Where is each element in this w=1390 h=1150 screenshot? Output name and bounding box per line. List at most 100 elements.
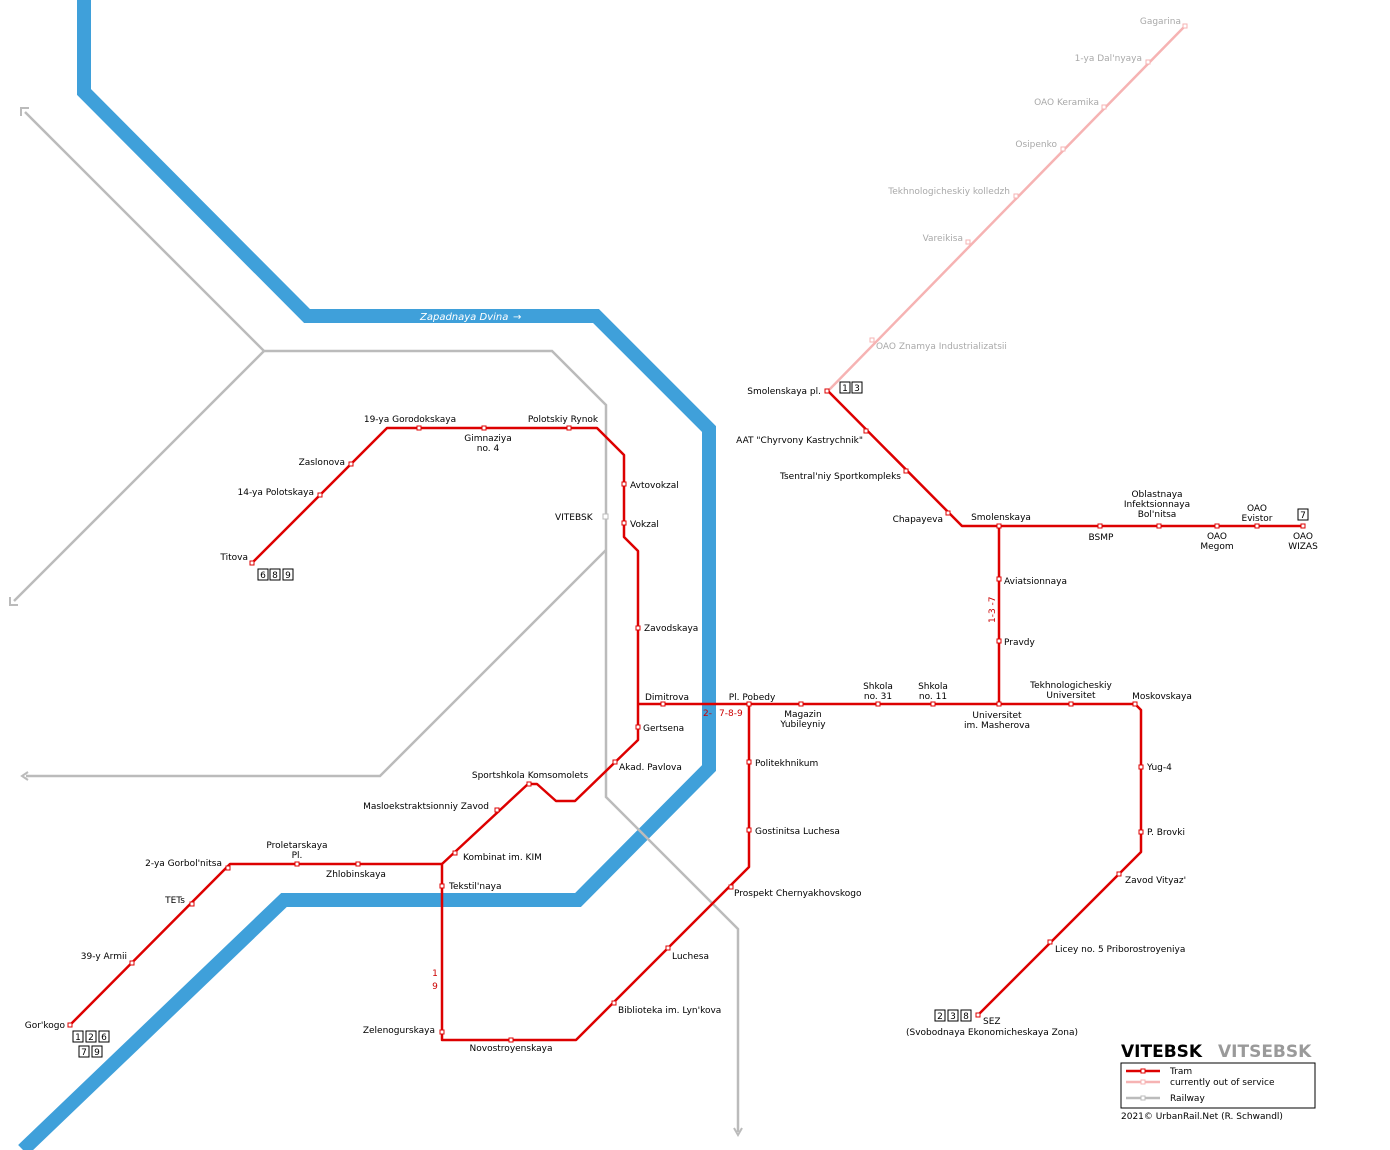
station-dimitrova: Dimitrova (645, 693, 689, 703)
badge: 9 (94, 1048, 100, 1058)
legend-out-of-service: currently out of service (1170, 1078, 1275, 1088)
station-brovki: P. Brovki (1147, 828, 1185, 838)
terminus-badges: 1 3 7 6 8 9 1 2 6 7 9 (72, 381, 1309, 1058)
badge: 6 (101, 1033, 107, 1043)
route-label-1: 1 (432, 969, 438, 979)
badges-smolenskaya-pl: 1 3 (839, 381, 863, 394)
river-arrow: → (513, 312, 521, 323)
station-gorbolnitsa: 2-ya Gorbol'nitsa (145, 859, 222, 869)
route-label-1-3-7: 1-3 -7 (988, 596, 998, 623)
badge: 2 (937, 1012, 943, 1022)
legend-tram: Tram (1169, 1067, 1192, 1077)
badge: 9 (285, 571, 291, 581)
station-sez: SEZ (983, 1017, 1001, 1027)
station-gertsena: Gertsena (643, 724, 684, 734)
station-gorodokskaya: 19-ya Gorodokskaya (364, 415, 456, 425)
station-osipenko: Osipenko (1015, 140, 1057, 150)
station-polotskiy-rynok: Polotskiy Rynok (528, 415, 599, 425)
station-polotskaya: 14-ya Polotskaya (238, 488, 315, 498)
badge: 7 (81, 1048, 87, 1058)
river-zapadnaya-dvina (18, 0, 716, 1150)
station-pravdy: Pravdy (1004, 638, 1036, 648)
station-markers (67, 23, 1306, 1043)
tram-line-east-west (638, 702, 1143, 1016)
station-chernyakhovskogo: Prospekt Chernyakhovskogo (734, 889, 862, 899)
station-sportkompleks: Tsentral'niy Sportkompleks (779, 472, 901, 482)
station-gagarina: Gagarina (1140, 17, 1181, 27)
out-of-service-labels: Gagarina 1-ya Dal'nyaya OAO Keramika Osi… (876, 17, 1181, 352)
station-kim: Kombinat im. KIM (463, 853, 542, 863)
station-vareikisa: Vareikisa (923, 234, 963, 244)
river-label: Zapadnaya Dvina (419, 312, 508, 323)
station-avtovokzal: Avtovokzal (630, 481, 679, 491)
route-labels: 1-3 -7 2- 7-8-9 1 9 (432, 596, 998, 992)
station-politekhnikum: Politekhnikum (755, 759, 818, 769)
railway-main (264, 349, 740, 1132)
station-tets: TETs (164, 896, 185, 906)
station-znamya: OAO Znamya Industrializatsii (876, 342, 1007, 352)
station-gorkogo: Gor'kogo (25, 1021, 66, 1031)
railway-sw (13, 350, 265, 602)
station-pl-pobedy: Pl. Pobedy (729, 693, 776, 703)
badges-gorkogo: 1 2 6 7 9 (72, 1030, 110, 1058)
station-pavlova: Akad. Pavlova (619, 763, 682, 773)
station-zhlobinskaya: Zhlobinskaya (326, 870, 386, 880)
station-novostroyenskaya: Novostroyenskaya (470, 1044, 553, 1054)
route-label-9: 9 (432, 982, 438, 992)
station-zavodskaya: Zavodskaya (644, 624, 698, 634)
badge: 8 (272, 571, 278, 581)
railway-lines (13, 111, 740, 1132)
station-sez-full: (Svobodnaya Ekonomicheskaya Zona) (906, 1028, 1078, 1038)
station-masloekstr: Masloekstraktsionniy Zavod (363, 802, 489, 812)
credit: 2021© UrbanRail.Net (R. Schwandl) (1121, 1112, 1283, 1122)
station-luchesa: Luchesa (672, 952, 709, 962)
route-label-7-8-9: 7-8-9 (719, 709, 743, 719)
tram-station-labels: Smolenskaya pl. AAT "Chyrvony Kastrychni… (25, 387, 1192, 1054)
tram-lines (69, 390, 1303, 1042)
arrow-west-icon (20, 771, 29, 781)
station-biblioteka: Biblioteka im. Lyn'kova (618, 1006, 721, 1016)
legend-railway: Railway (1170, 1094, 1205, 1104)
station-licey: Licey no. 5 Priborostroyeniya (1055, 945, 1185, 955)
station-vokzal: Vokzal (630, 520, 659, 530)
arrow-south-icon (733, 1127, 743, 1138)
tram-line-northeast (827, 390, 1303, 528)
station-titova: Titova (219, 553, 248, 563)
station-tekstilnaya: Tekstil'naya (448, 882, 501, 892)
railway-station-label: VITEBSK (555, 513, 594, 523)
station-gostinitsa: Gostinitsa Luchesa (755, 827, 840, 837)
badges-sez: 2 3 8 (934, 1009, 972, 1022)
legend: Tram currently out of service Railway (1120, 1062, 1316, 1109)
badge: 3 (950, 1012, 956, 1022)
station-armii: 39-y Armii (81, 952, 127, 962)
badge: 1 (842, 384, 848, 394)
station-chapayeva: Chapayeva (893, 515, 943, 525)
station-smolenskaya: Smolenskaya (971, 513, 1031, 523)
badge: 8 (963, 1012, 969, 1022)
station-yug4: Yug-4 (1146, 763, 1172, 773)
station-kastrychnik: AAT "Chyrvony Kastrychnik" (736, 436, 863, 446)
badges-titova: 6 8 9 (257, 568, 294, 581)
badge: 3 (854, 384, 860, 394)
station-moskovskaya: Moskovskaya (1132, 692, 1192, 702)
railway-arrows (9, 107, 743, 1138)
badge: 2 (88, 1033, 94, 1043)
map-title-alt: VITSEBSK (1218, 1042, 1312, 1062)
station-tekhkolledzh: Tekhnologicheskiy kolledzh (887, 187, 1010, 197)
arrow-sw-icon (9, 597, 18, 606)
tram-line-gorkogo (69, 862, 442, 1026)
station-keramika: OAO Keramika (1034, 98, 1099, 108)
badge: 7 (1300, 511, 1306, 521)
